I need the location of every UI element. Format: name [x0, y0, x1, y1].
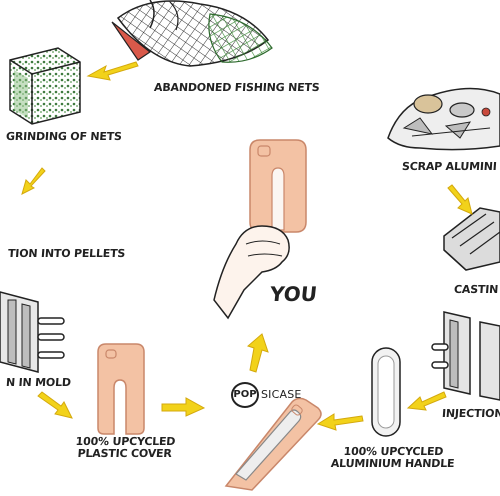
label-pellets: TION INTO PELLETS [8, 247, 126, 260]
label-injection: INJECTION [442, 407, 500, 420]
arrow-handle-to-case [318, 414, 363, 430]
label-aluminium-handle: 100% UPCYCLED ALUMINIUM HANDLE [329, 446, 457, 470]
plastic-cover-illustration [98, 344, 144, 434]
label-scrap-aluminium: SCRAP ALUMINI [402, 160, 498, 173]
arrow-nets-to-grinding [88, 62, 138, 80]
logo-rest-text: SICASE [261, 388, 302, 401]
label-grinding-of-nets: GRINDING OF NETS [6, 130, 123, 143]
mold-illustration [0, 292, 64, 372]
ground-nets-cube [10, 48, 80, 124]
label-mold: N IN MOLD [6, 376, 72, 389]
scrap-aluminium-illustration [388, 88, 500, 149]
label-plastic-cover: 100% UPCYCLED PLASTIC COVER [65, 436, 185, 460]
aluminium-handle-illustration [372, 348, 400, 436]
label-you: YOU [269, 282, 319, 306]
label-abandoned-fishing-nets: ABANDONED FISHING NETS [154, 81, 320, 94]
arrow-scrap-to-casting [448, 185, 472, 214]
arrow-cover-to-case [162, 398, 204, 416]
casting-ingots-illustration [444, 208, 500, 270]
assembled-popsicase-illustration [226, 398, 321, 490]
arrow-injection-to-handle [408, 392, 446, 410]
arrow-case-to-you [248, 334, 268, 372]
injection-machine-illustration [432, 312, 500, 400]
fishing-nets-illustration [112, 0, 272, 66]
label-casting: CASTIN [454, 283, 499, 296]
arrow-grinding-to-pellets [22, 168, 45, 194]
arrow-mold-to-cover [38, 392, 72, 418]
logo-circle-text: POP [231, 382, 259, 408]
